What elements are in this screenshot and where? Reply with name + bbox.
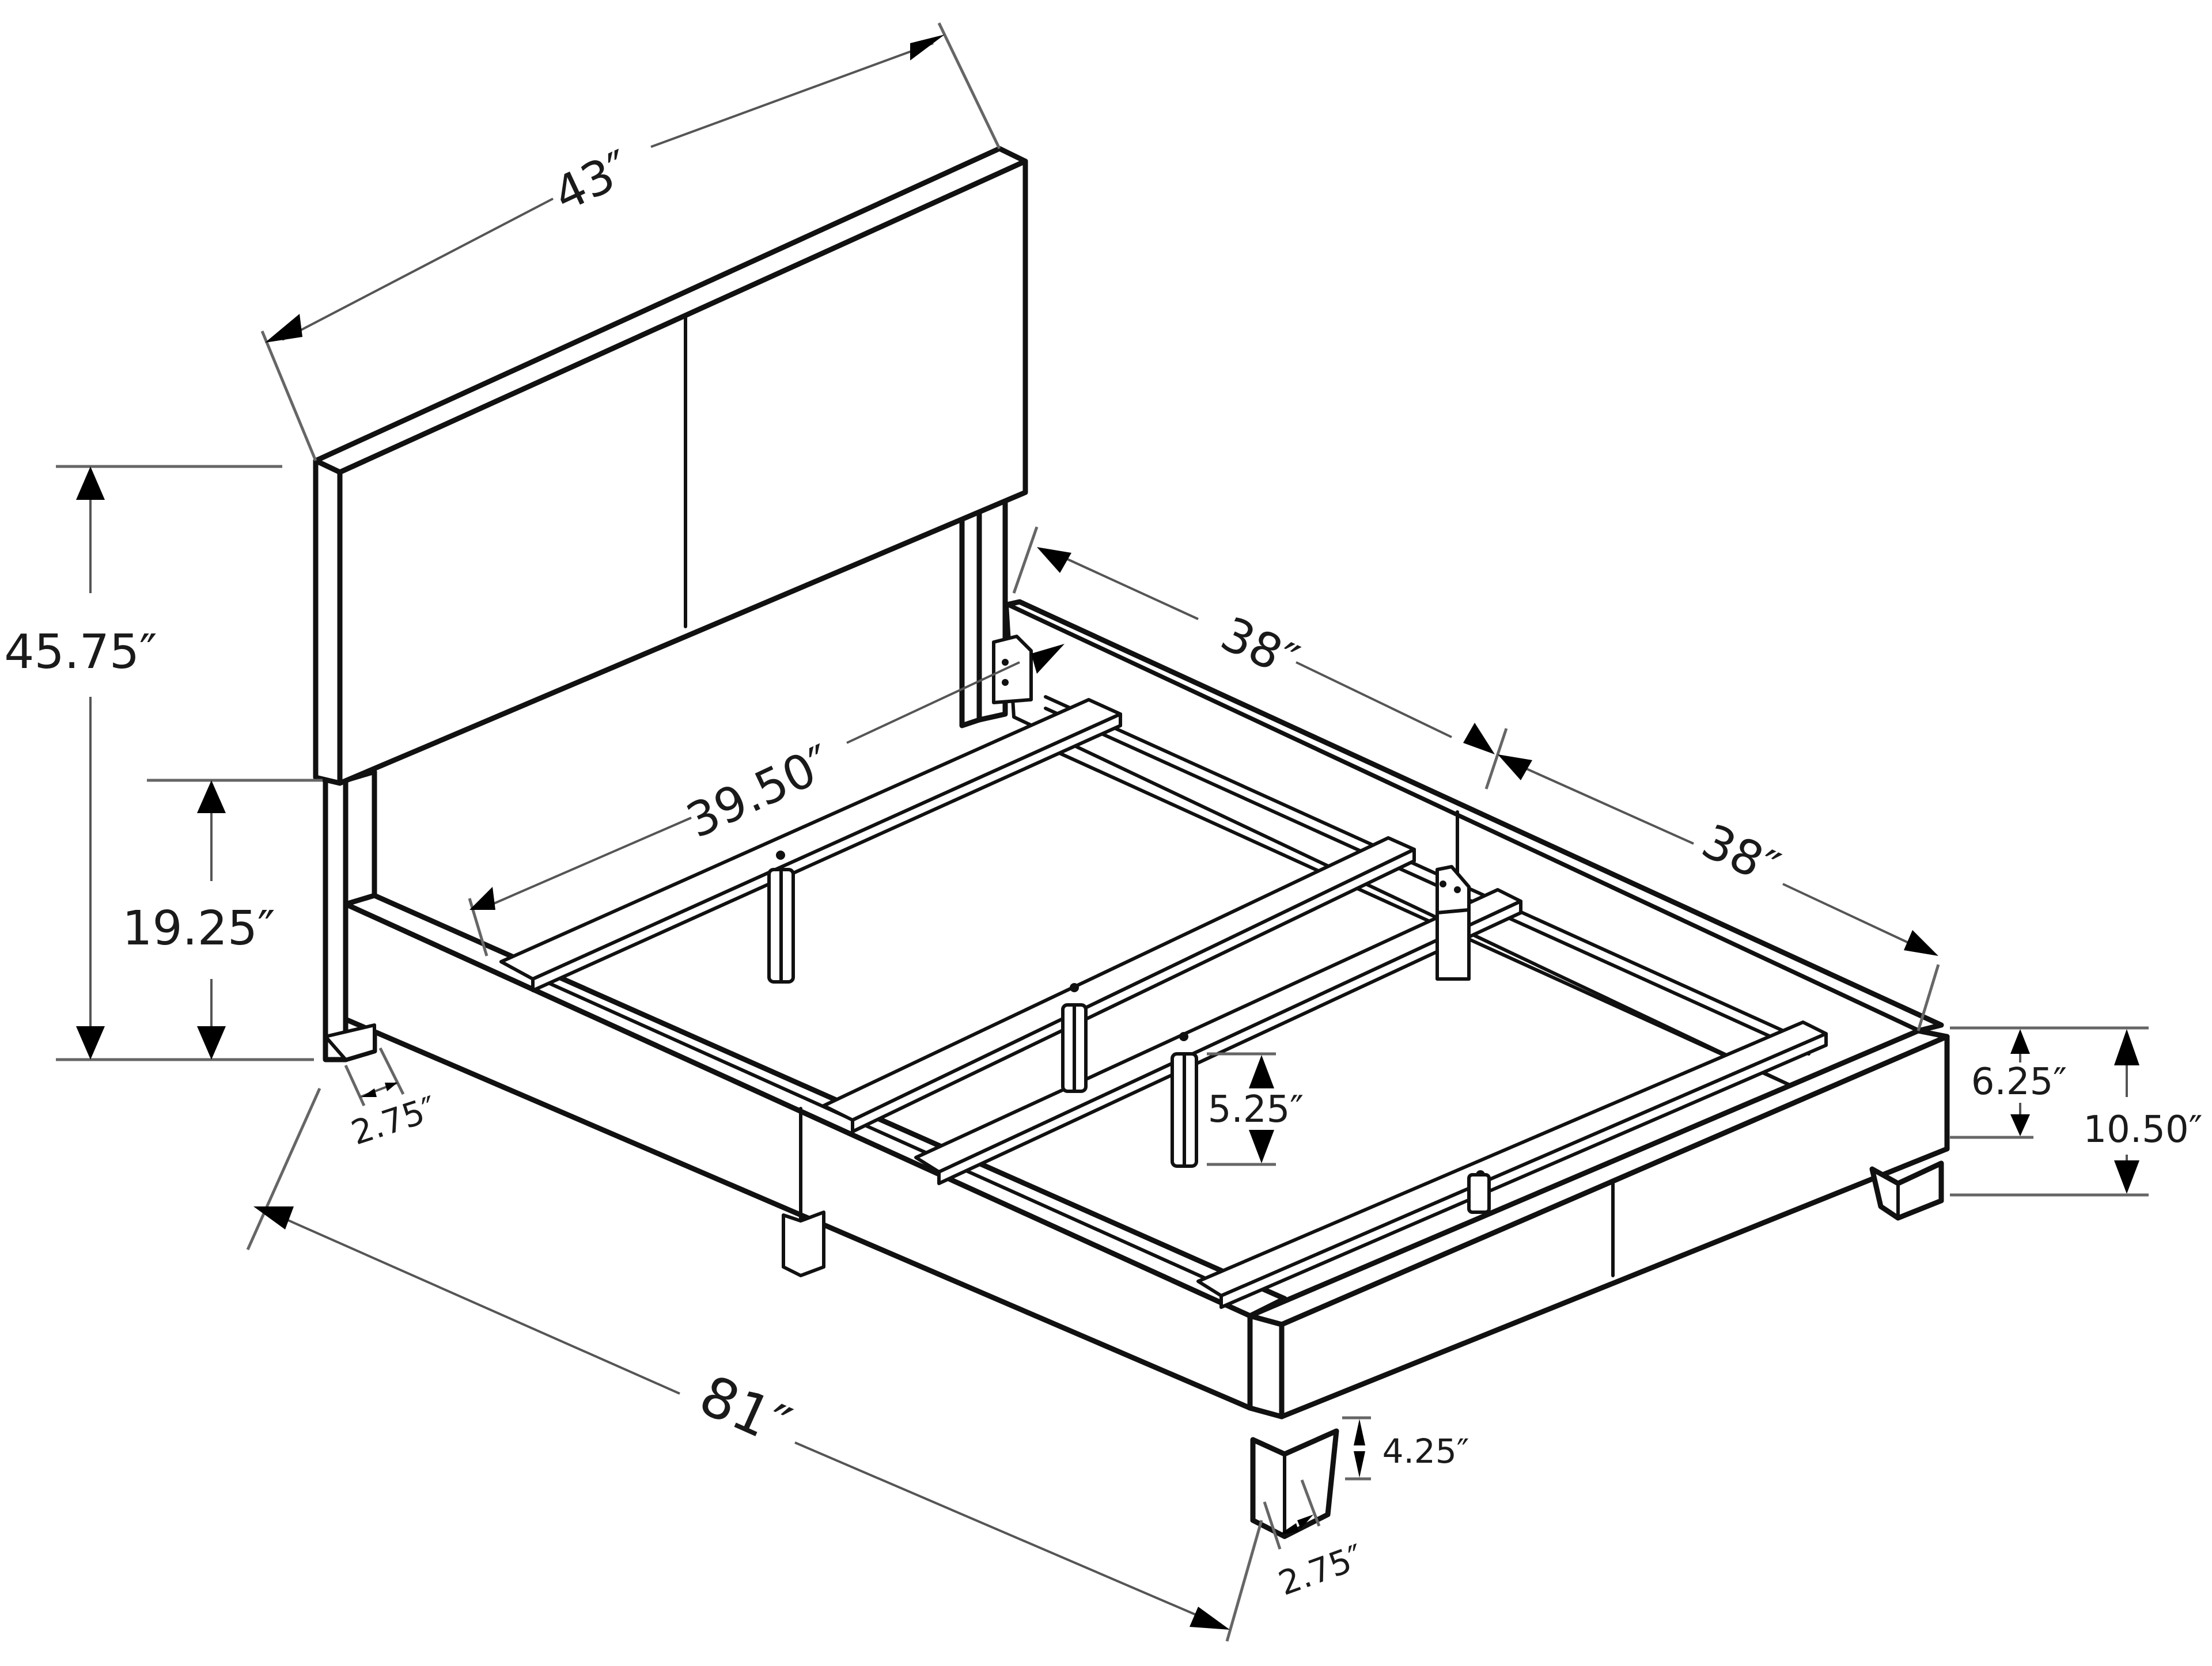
slat-1 — [499, 698, 1122, 992]
label-overall-length: 81″ — [690, 1363, 800, 1459]
arrow-right-icon — [1297, 1515, 1313, 1529]
label-rail-lower: 38″ — [1694, 814, 1787, 897]
arrow-right-icon — [1031, 644, 1065, 674]
label-frame-height: 10.50″ — [2083, 1109, 2202, 1151]
center-leg-3 — [1171, 1052, 1198, 1168]
arrow-down-icon — [1249, 1130, 1274, 1163]
slat-4 — [1196, 1020, 1828, 1309]
arrow-up-icon — [76, 466, 105, 500]
label-center-leg-height: 5.25″ — [1208, 1088, 1304, 1131]
dimension-frame-height: 10.50″ — [1950, 1029, 2203, 1197]
label-overall-height: 45.75″ — [4, 625, 157, 680]
arrow-left-icon — [1279, 1523, 1299, 1535]
arrow-left-icon — [1498, 754, 1532, 780]
arrow-left-icon — [253, 1206, 294, 1229]
dimension-center-leg-height: 5.25″ — [1207, 1052, 1304, 1166]
slat-3 — [914, 888, 1522, 1185]
footboard — [1247, 1028, 1950, 1420]
arrow-up-icon — [197, 780, 226, 813]
arrow-left-icon — [469, 887, 495, 910]
label-headboard-leg-height: 19.25″ — [122, 901, 275, 956]
arrow-down-icon — [76, 1026, 105, 1060]
foot-leg-left-middle — [782, 1210, 825, 1277]
arrow-down-icon — [1354, 1451, 1365, 1478]
arrow-down-icon — [2114, 1160, 2139, 1194]
dimension-foot-leg-height: 4.25″ — [1342, 1416, 1469, 1481]
foot-leg-front-left — [1250, 1428, 1339, 1539]
arrow-right-icon — [385, 1083, 397, 1091]
center-leg-2 — [1061, 1003, 1088, 1093]
foot-leg-head-left — [324, 1023, 376, 1061]
arrow-left-icon — [362, 1088, 377, 1097]
center-bracket — [1435, 865, 1471, 914]
arrow-down-icon — [197, 1026, 226, 1060]
dimension-headboard-leg-depth: 2.75″ — [344, 1047, 441, 1153]
label-foot-leg-height: 4.25″ — [1382, 1432, 1469, 1471]
arrow-right-icon — [910, 35, 945, 60]
arrow-down-icon — [2010, 1114, 2030, 1136]
arrow-up-icon — [1249, 1055, 1274, 1088]
right-side-rail — [1004, 599, 1944, 1148]
label-headboard-width: 43″ — [546, 141, 639, 223]
headboard-bracket — [992, 635, 1033, 704]
arrow-left-icon — [1037, 547, 1071, 573]
dimension-rail-height: 6.25″ — [1950, 1026, 2149, 1139]
foot-leg-right-middle — [1435, 908, 1471, 981]
arrow-right-icon — [1463, 723, 1495, 754]
arrow-right-icon — [1190, 1607, 1230, 1630]
foot-leg-front-right — [1869, 1160, 1944, 1221]
arrow-right-icon — [1904, 930, 1938, 956]
dimension-overall-height: 45.75″ — [4, 465, 314, 1061]
center-leg-4 — [1467, 1173, 1491, 1214]
label-rail-upper: 38″ — [1213, 607, 1306, 689]
bed-frame-drawing — [313, 146, 1950, 1539]
label-foot-leg-width: 2.75″ — [1274, 1536, 1369, 1603]
arrow-up-icon — [2114, 1029, 2139, 1065]
arrow-left-icon — [265, 314, 302, 343]
dimension-headboard-leg-height: 19.25″ — [122, 779, 323, 1060]
slat-2 — [822, 836, 1416, 1133]
headboard-panel — [313, 146, 1028, 786]
inner-ledger-rails — [499, 695, 1810, 1297]
label-rail-height: 6.25″ — [1971, 1061, 2067, 1103]
center-leg-1 — [767, 868, 795, 984]
arrow-up-icon — [2010, 1029, 2030, 1054]
arrow-up-icon — [1354, 1419, 1365, 1445]
